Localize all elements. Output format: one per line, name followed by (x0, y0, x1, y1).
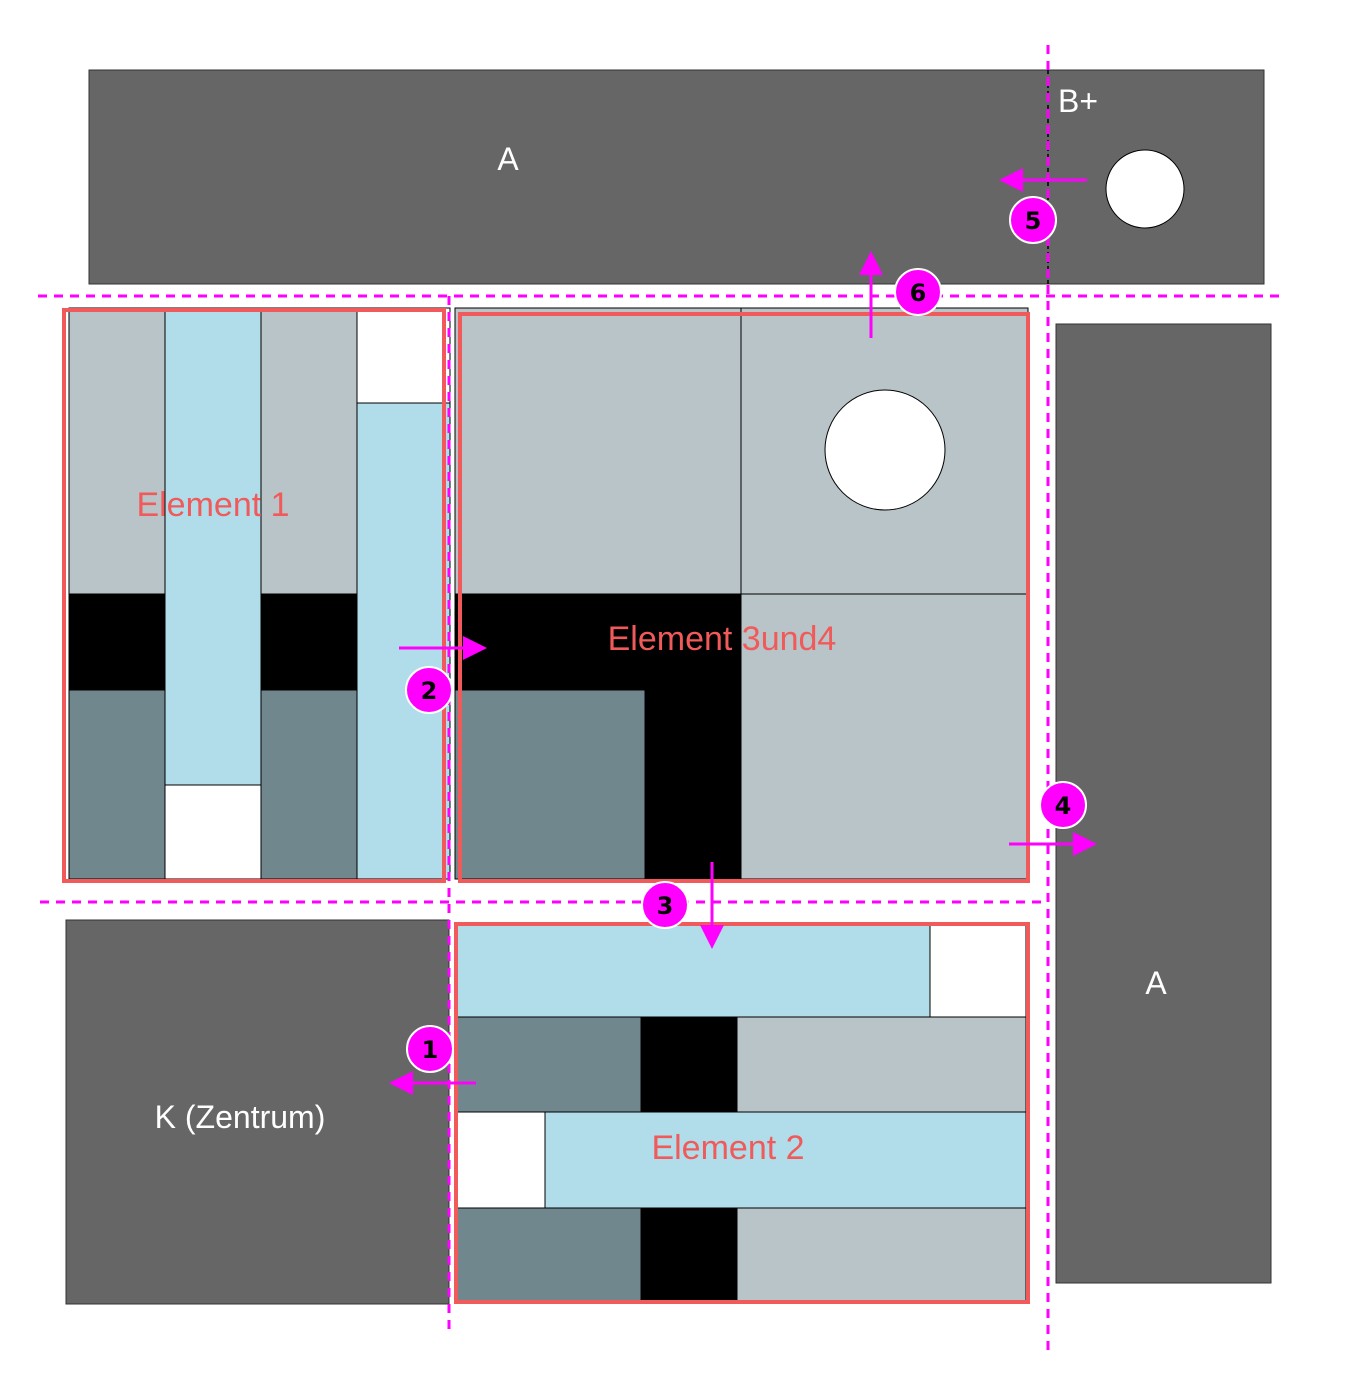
element-3und4-tiles (454, 307, 1029, 880)
element-2-tiles (456, 923, 1027, 1303)
element-3und4-label: Element 3und4 (608, 620, 837, 658)
element-1-label: Element 1 (136, 486, 289, 524)
element-3und4-border (458, 312, 1030, 883)
badge-1-text: 1 (422, 1036, 439, 1064)
block-k-zentrum-label: K (Zentrum) (155, 1099, 326, 1135)
badge-2: 2 (405, 666, 453, 714)
badge-4-text: 4 (1055, 792, 1072, 820)
badge-2-text: 2 (421, 677, 438, 705)
badge-6-text: 6 (910, 279, 927, 307)
block-a-right-label: A (1145, 965, 1167, 1001)
block-a-right (1055, 323, 1272, 1284)
badge-6: 6 (894, 268, 942, 316)
element-1-border (62, 308, 446, 883)
block-k-zentrum (65, 919, 450, 1305)
badge-5-text: 5 (1025, 207, 1042, 235)
badge-3-text: 3 (657, 892, 674, 920)
badge-5: 5 (1009, 196, 1057, 244)
badge-1: 1 (406, 1025, 454, 1073)
direction-arrows (389, 168, 1097, 1095)
guide-lines (38, 45, 1284, 1355)
badge-4: 4 (1039, 781, 1087, 829)
element-3und4-circle (824, 389, 946, 511)
element-1-tiles (68, 307, 451, 880)
block-a-top (88, 69, 1265, 285)
element-2-border (454, 922, 1030, 1304)
block-b-plus-label: B+ (1058, 83, 1098, 119)
element-2-label: Element 2 (651, 1129, 804, 1167)
b-plus-circle (1105, 149, 1185, 229)
badge-3: 3 (641, 881, 689, 929)
block-a-top-label: A (497, 141, 519, 177)
